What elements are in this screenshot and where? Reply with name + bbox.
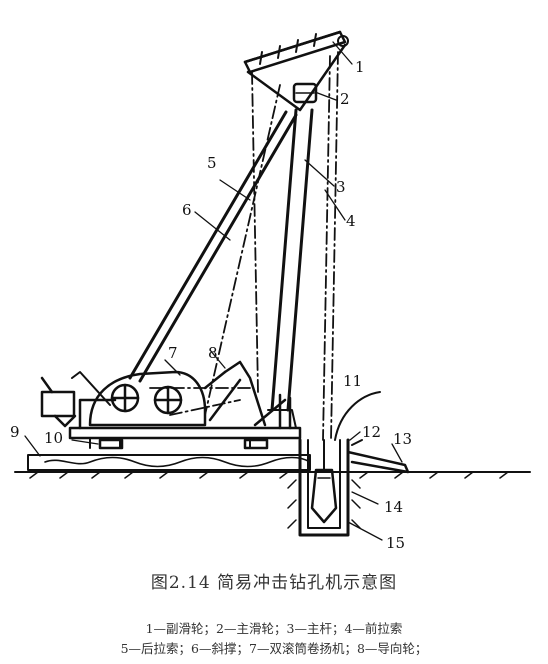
- legend-line: 1—副滑轮；2—主滑轮；3—主杆；4—前拉索: [145, 621, 403, 636]
- part-labels: 1 2 3 4 5 6 7 8 9 10 11 12 13 14 15: [10, 58, 412, 552]
- leader-lines: [24, 41, 403, 541]
- label-1: 1: [355, 58, 365, 76]
- main-pulley: [292, 82, 318, 104]
- diagonal-brace: [128, 110, 298, 383]
- drill-bit: [310, 439, 338, 524]
- double-drum-winch: [71, 370, 207, 427]
- label-8: 8: [208, 344, 218, 362]
- drilling-rig-diagram: 1 2 3 4 5 6 7 8 9 10 11 12 13 14 15: [10, 30, 531, 552]
- legend-line: 5—后拉索；6—斜撑；7—双滚筒卷扬机；8—导向轮；: [120, 641, 428, 656]
- label-5: 5: [207, 154, 217, 172]
- wire-arc: [334, 391, 381, 441]
- label-12: 12: [362, 423, 381, 441]
- label-14: 14: [384, 498, 403, 516]
- main-mast: [267, 108, 314, 429]
- mud-chute: [346, 439, 410, 474]
- guide-pulley-frame: [203, 360, 287, 427]
- label-13: 13: [393, 430, 412, 448]
- label-6: 6: [182, 201, 192, 219]
- label-4: 4: [346, 212, 356, 230]
- guy-lines: [149, 51, 339, 441]
- label-9: 9: [10, 423, 20, 441]
- base-sleepers: [27, 454, 311, 471]
- label-3: 3: [336, 178, 346, 196]
- label-7: 7: [168, 344, 178, 362]
- label-15: 15: [386, 534, 405, 552]
- base-frame: [68, 393, 302, 450]
- label-2: 2: [340, 90, 350, 108]
- label-11: 11: [343, 372, 362, 390]
- figure-caption: 图2.14 简易冲击钻孔机示意图: [150, 573, 398, 593]
- label-10: 10: [44, 429, 63, 447]
- borehole: [287, 438, 361, 537]
- ground: [14, 471, 531, 479]
- engine-block: [40, 376, 77, 428]
